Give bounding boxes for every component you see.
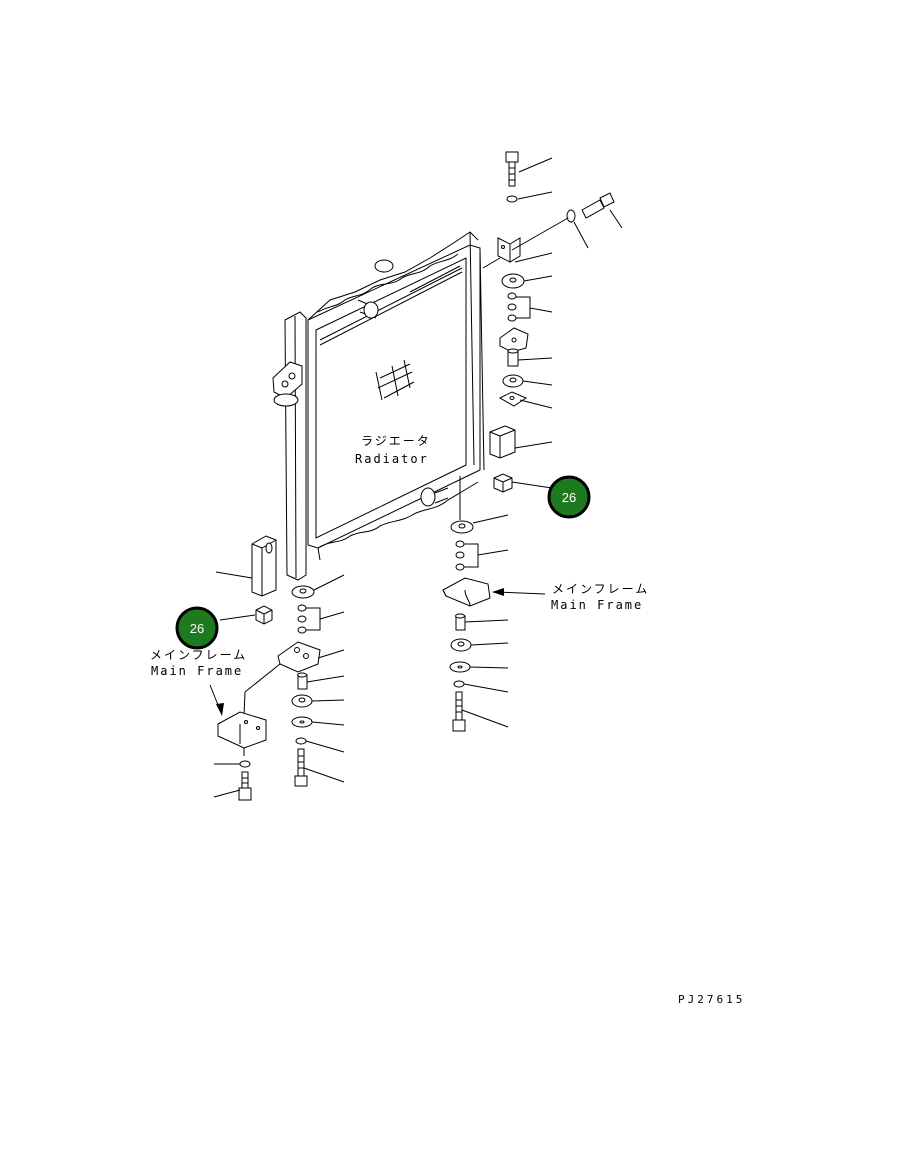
main-frame-left-label-en: Main Frame — [151, 664, 244, 678]
main-frame-left-label-jp: メインフレーム — [150, 648, 248, 662]
right-lower-stack — [442, 476, 546, 732]
radiator-label-en: Radiator — [355, 452, 429, 466]
svg-text:26: 26 — [562, 490, 576, 505]
callout-26-left: 26 — [175, 606, 219, 650]
callout-26-right: 26 — [547, 475, 591, 519]
right-upper-stack — [489, 151, 623, 493]
radiator-assembly — [272, 231, 501, 581]
main-frame-right-label-jp: メインフレーム — [552, 582, 650, 596]
drawing-code: PJ27615 — [678, 993, 746, 1006]
svg-text:26: 26 — [190, 621, 204, 636]
radiator-label-jp: ラジエータ — [361, 434, 431, 448]
main-frame-right-label-en: Main Frame — [551, 598, 644, 612]
left-stack — [209, 535, 345, 801]
